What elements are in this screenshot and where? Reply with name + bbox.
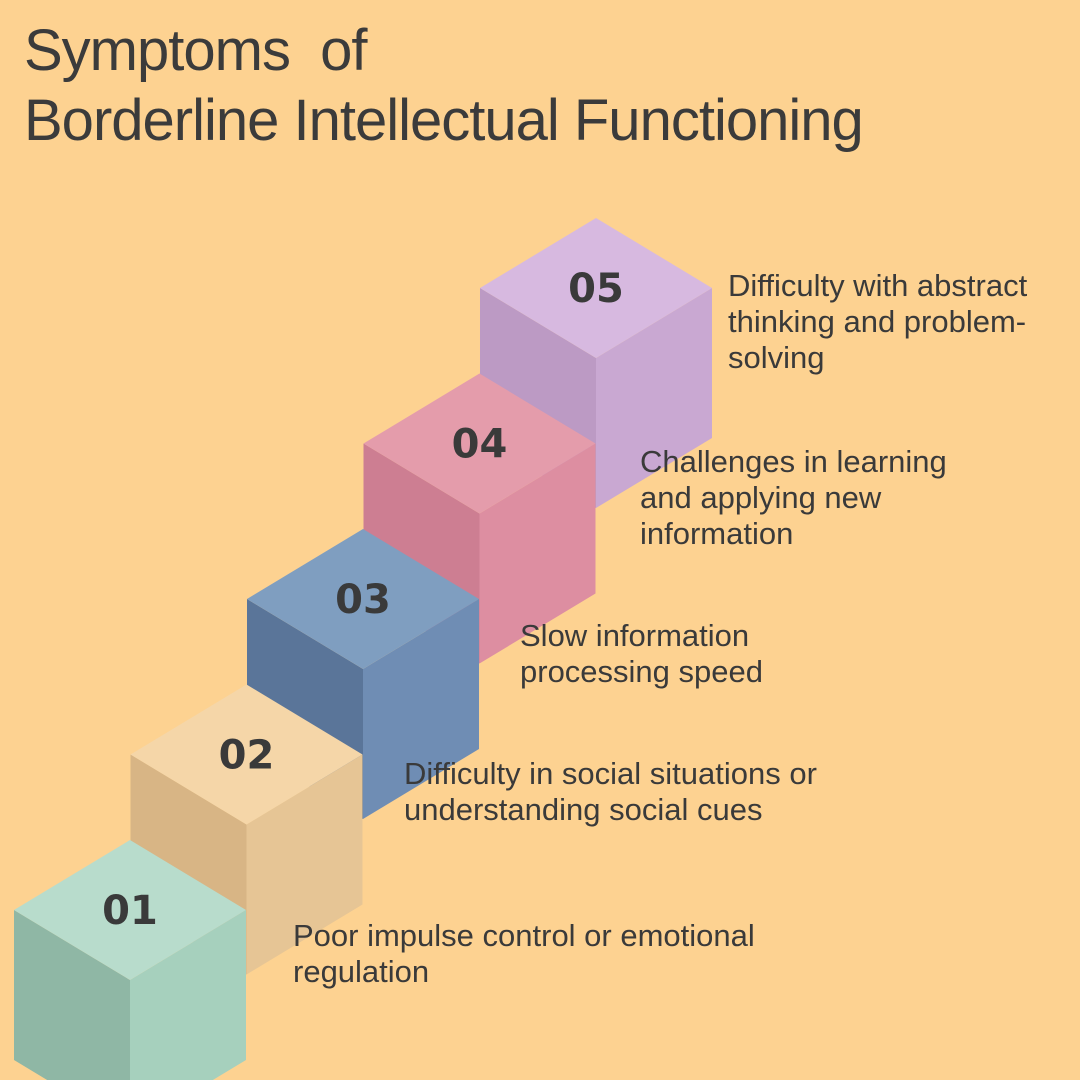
cube-top-face [14, 840, 246, 980]
cube-right-face [130, 910, 246, 1080]
cube-top-face [480, 218, 712, 358]
step-number: 01 [102, 888, 158, 934]
cube-right-face [363, 599, 479, 819]
description-line: understanding social cues [404, 792, 763, 827]
step-number: 03 [335, 577, 391, 623]
description-line: Difficulty with abstract [728, 268, 1028, 303]
cube-top-face [130, 684, 363, 825]
description-line: information [640, 516, 794, 551]
cube-top-face [247, 529, 479, 669]
step-cube-01: 01 [14, 840, 246, 1080]
title-line-2: Borderline Intellectual Functioning [24, 88, 864, 153]
description-line: Poor impulse control or emotional [293, 918, 755, 953]
cube-left-face [14, 910, 130, 1080]
cube-top-face [363, 373, 596, 514]
cube-right-face [246, 754, 363, 975]
step-number: 02 [219, 733, 275, 779]
cube-right-face [596, 288, 712, 508]
description-line: thinking and problem- [728, 304, 1027, 339]
step-number: 05 [568, 266, 624, 312]
description-line: Slow information [520, 618, 750, 653]
description-line: and applying new [640, 480, 882, 515]
description-line: processing speed [520, 654, 763, 689]
description-line: Challenges in learning [640, 444, 947, 479]
page-title: Symptoms of Borderline Intellectual Func… [24, 16, 864, 156]
description-line: Difficulty in social situations or [404, 756, 817, 791]
step-number: 04 [452, 422, 508, 468]
description-line: regulation [293, 954, 430, 989]
description-line: solving [728, 340, 825, 375]
title-line-1: Symptoms of [24, 18, 368, 83]
cube-right-face [479, 443, 596, 664]
